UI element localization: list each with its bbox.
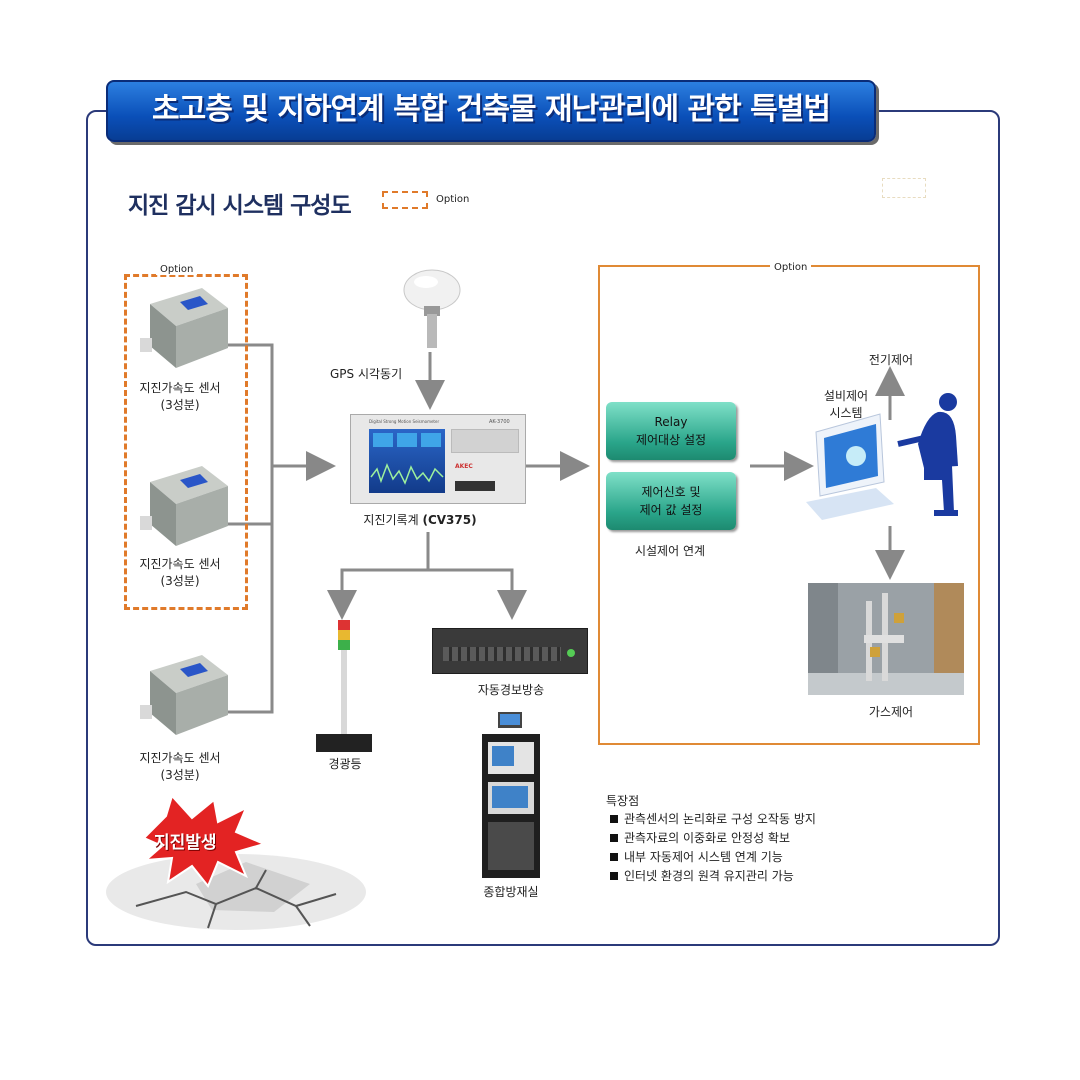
relay-button-line2: 제어대상 설정 [635,433,707,447]
bullet-icon [610,834,618,842]
facility-option-label: Option [770,262,812,273]
recorder-label: 지진기록계 [363,513,419,527]
feature-item: 관측센서의 논리화로 구성 오작동 방지 [610,810,816,829]
gps-label: GPS 시각동기 [330,367,403,381]
broadcast-unit [432,628,588,674]
sensor-icon [140,466,228,546]
control-button-line2: 제어 값 설정 [639,503,703,517]
decorative-box [882,178,926,198]
recorder-label-wrap: 지진기록계 (CV375) [350,512,490,529]
electric-control-label: 전기제어 [868,353,914,367]
page-title: 초고층 및 지하연계 복합 건축물 재난관리에 관한 특별법 [152,92,831,127]
waveform-graphic [370,433,444,485]
sensor-option-label: Option [156,264,198,275]
feature-item: 인터넷 환경의 원격 유지관리 가능 [610,867,794,886]
bullet-icon [610,853,618,861]
recorder-model-small: AK-3700 [489,419,510,425]
recorder-panel-text: Digital Strong Motion Seismometer [369,419,440,424]
title-banner [106,80,876,142]
earthquake-graphic [106,794,366,930]
operator-computer-icon [806,393,958,520]
legend-option-label: Option [436,194,470,205]
seismic-recorder: Digital Strong Motion Seismometer AK-370… [350,414,526,504]
relay-target-button[interactable]: Relay 제어대상 설정 [606,402,736,460]
bullet-icon [610,815,618,823]
warning-light-icon [316,620,372,752]
gps-antenna-icon [403,269,461,348]
recorder-model: (CV375) [422,513,477,527]
sensor-icon [140,655,228,735]
broadcast-buttons [443,647,561,661]
sensor-icon [140,288,228,368]
gas-control-label: 가스제어 [868,705,914,719]
equipment-control-label-line2: 시스템 [829,406,863,420]
control-cabinet-icon [482,712,540,878]
facility-link-label: 시설제어 연계 [634,544,706,558]
sensor-sublabel: (3성분) [160,768,200,782]
recorder-drive-bay [451,429,519,453]
relay-button-line1: Relay [654,415,688,429]
feature-text: 관측자료의 이중화로 안정성 확보 [624,831,791,845]
warning-light-label: 경광등 [328,757,362,771]
broadcast-label: 자동경보방송 [477,683,545,697]
sensor-sublabel: (3성분) [160,398,200,412]
feature-text: 관측센서의 논리화로 구성 오작동 방지 [624,812,816,826]
sensor-option-group [124,274,248,610]
feature-item: 관측자료의 이중화로 안정성 확보 [610,829,790,848]
equipment-control-label-line1: 설비제어 [823,389,869,403]
bullet-icon [610,872,618,880]
sensor-label: 지진가속도 센서 [139,557,221,571]
features-title: 특장점 [606,794,640,808]
diagram-title: 지진 감시 시스템 구성도 [128,193,352,219]
control-button-line1: 제어신호 및 [641,485,701,499]
disaster-room-label: 종합방재실 [483,885,539,899]
feature-text: 인터넷 환경의 원격 유지관리 가능 [624,869,794,883]
legend-option-swatch [382,191,428,209]
earthquake-label: 지진발생 [154,833,217,853]
broadcast-led [567,649,575,657]
recorder-brand: AKEC [455,463,473,470]
feature-item: 내부 자동제어 시스템 연계 기능 [610,848,783,867]
recorder-screen [369,429,445,493]
feature-text: 내부 자동제어 시스템 연계 기능 [624,850,783,864]
recorder-ports [455,481,495,491]
control-signal-button[interactable]: 제어신호 및 제어 값 설정 [606,472,736,530]
sensor-label: 지진가속도 센서 [139,751,221,765]
gas-control-photo [808,583,964,695]
sensor-sublabel: (3성분) [160,574,200,588]
sensor-label: 지진가속도 센서 [139,381,221,395]
